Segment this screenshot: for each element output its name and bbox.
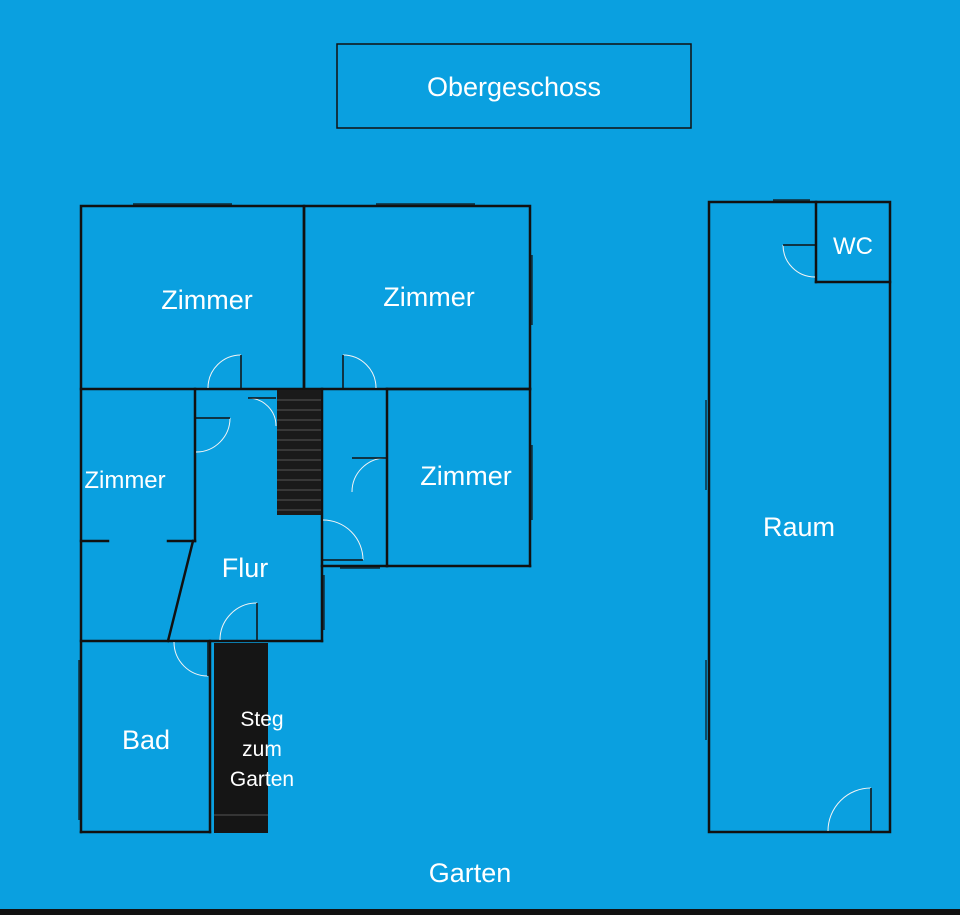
door-flur-top — [247, 397, 277, 427]
stairs — [277, 390, 321, 515]
room-label-zimmer-top-right: Zimmer — [383, 282, 474, 312]
stair-steps — [277, 399, 321, 511]
room-label-flur: Flur — [222, 553, 269, 583]
main-house: Zimmer Zimmer Zimmer Zimmer Flur Bad Ste… — [78, 203, 533, 834]
door-wc — [782, 244, 816, 278]
title-text: Obergeschoss — [427, 72, 601, 102]
room-label-zimmer-top-left: Zimmer — [161, 285, 252, 315]
title-box — [336, 43, 692, 129]
room-label-zimmer-left: Zimmer — [84, 467, 165, 494]
steg-walkway — [214, 643, 268, 833]
door-corridor — [322, 519, 364, 561]
room-label-wc: WC — [833, 233, 873, 260]
steg-label-line3: Garten — [230, 768, 294, 791]
door-zimmer-left — [195, 417, 231, 453]
bottom-border — [0, 909, 960, 915]
steg-label-line2: zum — [242, 738, 282, 761]
raum-walls — [707, 200, 892, 834]
door-zimmer-top-left — [207, 354, 242, 389]
room-label-raum: Raum — [763, 512, 835, 542]
door-raum — [827, 787, 872, 832]
door-zimmer-right — [351, 457, 387, 493]
room-label-zimmer-right: Zimmer — [420, 461, 511, 491]
door-zimmer-top-right — [342, 354, 377, 389]
door-bad — [173, 641, 209, 677]
garten-label: Garten — [429, 858, 512, 888]
annex-building: WC Raum — [705, 199, 892, 834]
room-label-bad: Bad — [122, 725, 170, 755]
door-flur-bottom — [219, 602, 258, 641]
steg-label-line1: Steg — [240, 708, 283, 731]
